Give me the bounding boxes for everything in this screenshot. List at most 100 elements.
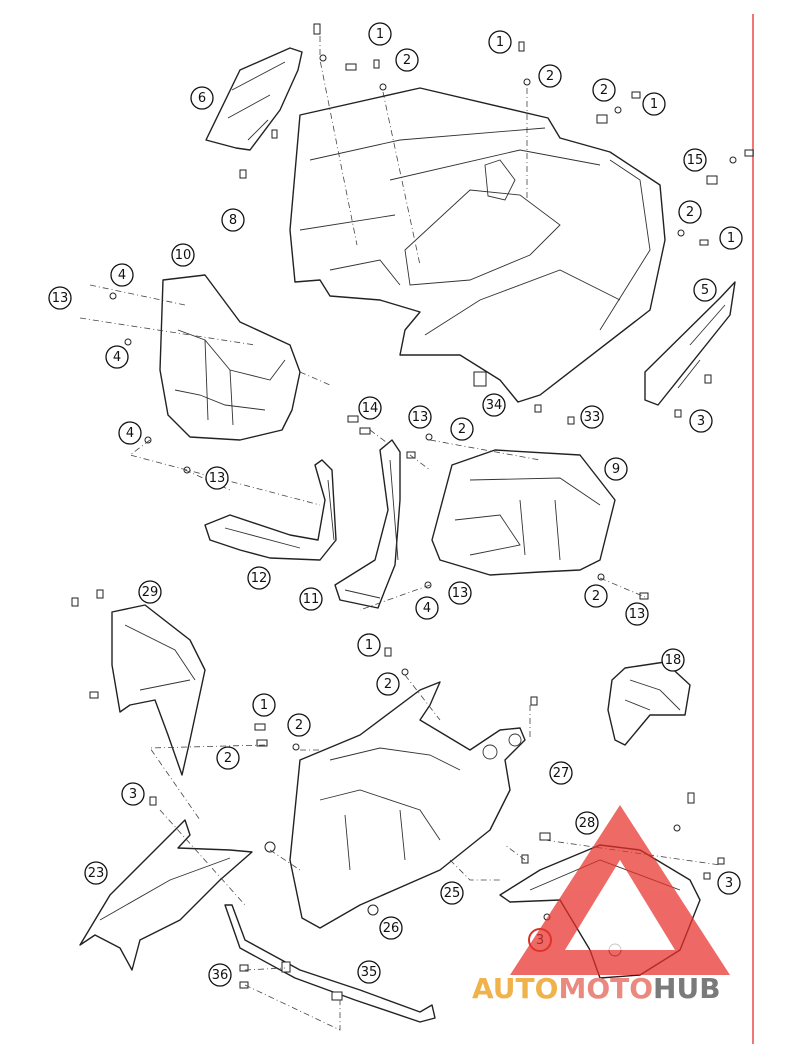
callout-20: 13 [408, 405, 432, 429]
callout-17: 33 [580, 405, 604, 429]
callout-5: 1 [642, 92, 666, 116]
callout-19: 14 [358, 396, 382, 420]
callout-number: 34 [486, 398, 503, 413]
callout-28: 13 [448, 581, 472, 605]
callout-circle [368, 22, 392, 46]
callout-circle [693, 278, 717, 302]
callout-number: 15 [687, 153, 704, 168]
callout-23: 9 [604, 457, 628, 481]
callout-circle [110, 263, 134, 287]
callout-circle [440, 881, 464, 905]
callout-circle [549, 761, 573, 785]
side-panel-part-6 [205, 47, 303, 151]
callout-circle [448, 581, 472, 605]
callout-37: 2 [216, 746, 240, 770]
callout-18: 3 [689, 409, 713, 433]
callout-circle [190, 86, 214, 110]
callout-number: 36 [212, 968, 229, 983]
callout-circle [678, 200, 702, 224]
callout-circle [584, 584, 608, 608]
callout-number: 26 [383, 921, 400, 936]
callout-circle [205, 466, 229, 490]
callout-circle [48, 286, 72, 310]
callout-6: 6 [190, 86, 214, 110]
callout-circle [357, 633, 381, 657]
callout-number: 1 [727, 231, 735, 246]
callout-circle [450, 417, 474, 441]
rear-side-panel-part-23 [79, 819, 253, 971]
cover-part-18 [607, 661, 691, 746]
bracket-part-11 [334, 439, 401, 609]
callout-24: 13 [205, 466, 229, 490]
callout-number: 13 [209, 471, 226, 486]
callout-number: 3 [129, 787, 137, 802]
callout-circle [580, 405, 604, 429]
callout-circle [717, 871, 741, 895]
rod-part-35 [224, 904, 436, 1023]
callout-circle [642, 92, 666, 116]
callout-circle [358, 396, 382, 420]
callout-circle [625, 602, 649, 626]
callout-number: 6 [198, 91, 206, 106]
callout-29: 2 [584, 584, 608, 608]
callout-circle [118, 421, 142, 445]
callout-3: 2 [538, 64, 562, 88]
callout-circle [138, 580, 162, 604]
callout-2: 1 [488, 30, 512, 54]
callout-circle [171, 243, 195, 267]
callout-number: 18 [665, 653, 682, 668]
callout-circle [121, 782, 145, 806]
callout-circle [287, 713, 311, 737]
callout-30: 13 [625, 602, 649, 626]
callout-number: 3 [697, 414, 705, 429]
callout-8: 8 [221, 208, 245, 232]
callout-number: 2 [686, 205, 694, 220]
callout-11: 10 [171, 243, 195, 267]
callout-number: 35 [361, 965, 378, 980]
callout-1: 2 [395, 48, 419, 72]
callout-36: 2 [287, 713, 311, 737]
callout-number: 27 [553, 766, 570, 781]
callout-35: 1 [252, 693, 276, 717]
callout-12: 4 [110, 263, 134, 287]
callout-number: 2 [546, 69, 554, 84]
watermark-auto: AUTO [472, 972, 559, 1005]
callout-46: 36 [208, 963, 232, 987]
callout-number: 10 [175, 248, 192, 263]
callout-circle [683, 148, 707, 172]
callout-7: 15 [683, 148, 707, 172]
callout-40: 28 [575, 811, 599, 835]
callout-14: 5 [693, 278, 717, 302]
callout-number: 2 [600, 83, 608, 98]
callout-number: 2 [295, 718, 303, 733]
callout-number: 23 [88, 866, 105, 881]
callout-number: 1 [650, 97, 658, 112]
callout-circle [604, 457, 628, 481]
callout-circle [105, 345, 129, 369]
watermark-hub: HUB [653, 972, 721, 1005]
callout-circle [395, 48, 419, 72]
rear-panel-part-29 [111, 604, 206, 776]
callout-circle [221, 208, 245, 232]
callout-38: 27 [549, 761, 573, 785]
callout-number: 1 [365, 638, 373, 653]
callout-circle [538, 64, 562, 88]
watermark-text: AUTOMOTOHUB [472, 972, 721, 1005]
page-margin-line [752, 14, 754, 1044]
callout-22: 4 [118, 421, 142, 445]
callout-0: 1 [368, 22, 392, 46]
callout-number: 3 [725, 876, 733, 891]
callout-circle [689, 409, 713, 433]
callout-number: 33 [584, 410, 601, 425]
callout-15: 4 [105, 345, 129, 369]
callout-number: 4 [423, 601, 431, 616]
side-guard-part-10 [159, 274, 301, 441]
callout-number: 5 [701, 283, 709, 298]
callout-number: 13 [452, 586, 469, 601]
bracket-part-12 [204, 459, 337, 561]
automotohub-logo-icon [510, 805, 730, 975]
fasteners [71, 23, 754, 1001]
